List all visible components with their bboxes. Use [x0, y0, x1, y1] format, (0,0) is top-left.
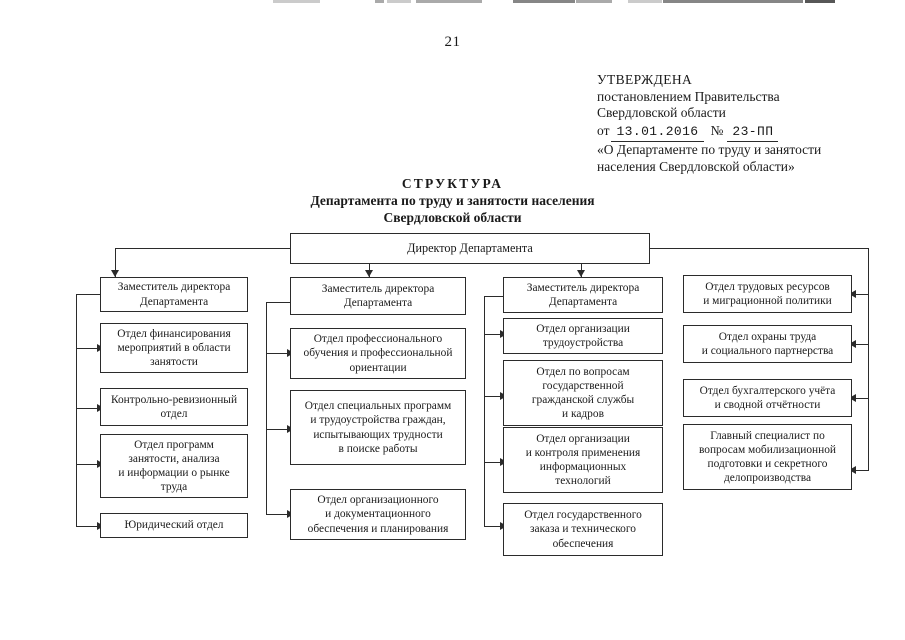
- date-label: от: [597, 122, 610, 138]
- connector-col1-head-out: [76, 294, 100, 295]
- connector-col3-branch-1: [484, 334, 503, 335]
- connector-col2-branch-2: [266, 429, 290, 430]
- arrow-to-deputy-2: [365, 270, 373, 277]
- connector-col1-spine: [76, 294, 77, 526]
- node-label: Отдел бухгалтерского учёта и сводной отч…: [699, 384, 836, 411]
- connector-col3-spine: [484, 296, 485, 526]
- connector-col3-branch-3: [484, 462, 503, 463]
- node-dept-vocational-training: Отдел профессионального обучения и профе…: [290, 328, 466, 379]
- node-label: Отдел по вопросам государственной гражда…: [531, 365, 635, 421]
- connector-col2-spine: [266, 302, 267, 514]
- node-dept-financing: Отдел финансирования мероприятий в облас…: [100, 323, 248, 373]
- node-dept-legal: Юридический отдел: [100, 513, 248, 538]
- node-specialist-mobilization: Главный специалист по вопросам мобилизац…: [683, 424, 852, 490]
- connector-col4-branch-1: [852, 294, 869, 295]
- connector-director-left-drop: [115, 248, 116, 277]
- connector-col1-branch-3: [76, 464, 100, 465]
- connector-col1-branch-4: [76, 526, 100, 527]
- connector-col2-branch-3: [266, 514, 290, 515]
- node-label: Отдел трудовых ресурсов и миграционной п…: [703, 280, 832, 307]
- connector-col2-branch-1: [266, 353, 290, 354]
- node-dept-civil-service: Отдел по вопросам государственной гражда…: [503, 360, 663, 426]
- scan-artifact: [628, 0, 662, 3]
- connector-col1-branch-2: [76, 408, 100, 409]
- connector-director-left-bus: [115, 248, 290, 249]
- node-dept-labor-protection: Отдел охраны труда и социального партнер…: [683, 325, 852, 363]
- connector-col2-head-out: [266, 302, 290, 303]
- node-label: Отдел специальных программ и трудоустрой…: [304, 400, 452, 455]
- node-label: Контрольно-ревизионный отдел: [110, 393, 238, 420]
- approval-line-5: «О Департаменте по труду и занятости: [597, 142, 822, 158]
- arrow-col4-item-3: [849, 394, 856, 402]
- connector-column4-spine: [868, 248, 869, 470]
- node-label: Отдел государственного заказа и техничес…: [524, 509, 642, 550]
- node-label: Заместитель директора Департамента: [117, 281, 231, 308]
- node-label: Юридический отдел: [124, 519, 224, 532]
- node-label: Отдел организационного и документационно…: [307, 494, 449, 535]
- node-label: Отдел охраны труда и социального партнер…: [701, 330, 834, 357]
- node-label: Директор Департамента: [407, 241, 533, 256]
- page-number: 21: [444, 34, 461, 50]
- node-label: Главный специалист по вопросам мобилизац…: [698, 429, 837, 485]
- node-deputy-director-2: Заместитель директора Департамента: [290, 277, 466, 315]
- node-label: Заместитель директора Департамента: [321, 282, 435, 309]
- arrow-to-deputy-1: [111, 270, 119, 277]
- title-line-3: Свердловской области: [383, 210, 522, 225]
- node-dept-organizational-support: Отдел организационного и документационно…: [290, 489, 466, 540]
- node-dept-employment-organization: Отдел организации трудоустройства: [503, 318, 663, 354]
- node-dept-control-audit: Контрольно-ревизионный отдел: [100, 388, 248, 426]
- connector-col3-branch-4: [484, 526, 503, 527]
- scan-artifact: [513, 0, 575, 3]
- scan-artifact: [375, 0, 384, 3]
- scan-artifact: [387, 0, 411, 3]
- node-label: Отдел организации трудоустройства: [536, 322, 630, 349]
- node-dept-it-control: Отдел организации и контроля применения …: [503, 427, 663, 493]
- node-dept-employment-programs: Отдел программ занятости, анализа и инфо…: [100, 434, 248, 498]
- number-value: 23-ПП: [727, 124, 779, 143]
- approval-line-3: Свердловской области: [597, 105, 726, 121]
- connector-col4-branch-4: [852, 470, 869, 471]
- node-deputy-director-3: Заместитель директора Департамента: [503, 277, 663, 313]
- approval-line-6: населения Свердловской области»: [597, 158, 795, 174]
- approval-block: УТВЕРЖДЕНА постановлением Правительства …: [597, 72, 897, 176]
- node-deputy-director-1: Заместитель директора Департамента: [100, 277, 248, 312]
- approval-line-2: постановлением Правительства: [597, 88, 780, 104]
- connector-col4-branch-2: [852, 344, 869, 345]
- connector-col1-branch-1: [76, 348, 100, 349]
- connector-col4-branch-3: [852, 398, 869, 399]
- document-title: СТРУКТУРА Департамента по труду и занято…: [0, 175, 905, 226]
- node-label: Заместитель директора Департамента: [526, 281, 640, 308]
- approval-date-line: от 13.01.2016 № 23-ПП: [597, 123, 897, 143]
- arrow-to-deputy-3: [577, 270, 585, 277]
- connector-col3-branch-2: [484, 396, 503, 397]
- scan-artifact: [273, 0, 320, 3]
- arrow-col4-item-2: [849, 340, 856, 348]
- date-value: 13.01.2016: [611, 124, 704, 143]
- node-label: Отдел организации и контроля применения …: [525, 432, 641, 488]
- node-dept-state-order: Отдел государственного заказа и техничес…: [503, 503, 663, 556]
- arrow-col4-item-4: [849, 466, 856, 474]
- scan-artifact: [663, 0, 803, 3]
- connector-director-right-bus: [650, 248, 869, 249]
- arrow-col4-item-1: [849, 290, 856, 298]
- node-dept-accounting: Отдел бухгалтерского учёта и сводной отч…: [683, 379, 852, 417]
- node-label: Отдел профессионального обучения и профе…: [303, 333, 453, 374]
- node-director: Директор Департамента: [290, 233, 650, 264]
- scan-artifact: [416, 0, 482, 3]
- node-label: Отдел программ занятости, анализа и инфо…: [118, 438, 230, 494]
- title-line-2: Департамента по труду и занятости населе…: [310, 193, 595, 208]
- node-dept-labor-resources: Отдел трудовых ресурсов и миграционной п…: [683, 275, 852, 313]
- approval-line-1: УТВЕРЖДЕНА: [597, 72, 693, 87]
- scan-artifact: [576, 0, 612, 3]
- scan-artifact: [805, 0, 835, 3]
- connector-col3-head-out: [484, 296, 503, 297]
- node-dept-special-programs: Отдел специальных программ и трудоустрой…: [290, 390, 466, 465]
- number-label: №: [710, 122, 724, 138]
- node-label: Отдел финансирования мероприятий в облас…: [117, 327, 231, 369]
- title-line-1: СТРУКТУРА: [401, 176, 504, 191]
